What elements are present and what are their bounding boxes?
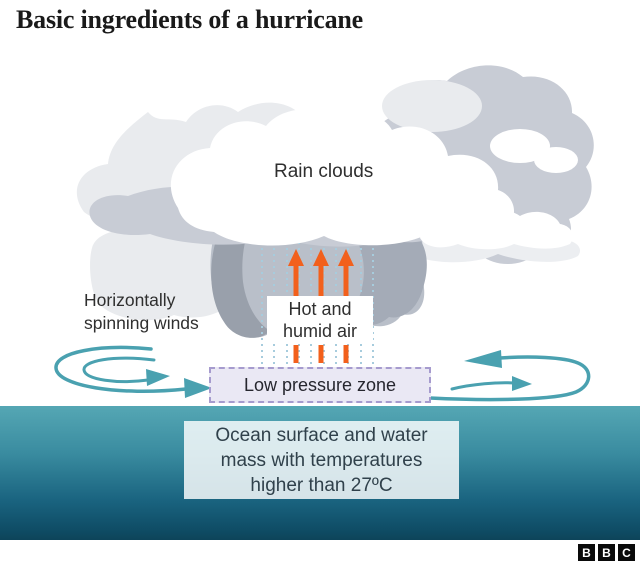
rain-clouds-label: Rain clouds — [274, 161, 374, 182]
low-pressure-zone-box: Low pressure zone — [209, 367, 431, 403]
footer-strip — [0, 540, 640, 570]
bbc-logo-letter: B — [582, 545, 591, 560]
bbc-logo-block-2: B — [598, 544, 615, 561]
swirl-arrow-right-icon — [428, 350, 591, 402]
cloud-shape-bottom-left — [90, 228, 238, 321]
hot-humid-line1: Hot and — [288, 299, 352, 319]
low-pressure-zone-label: Low pressure zone — [243, 374, 397, 395]
bbc-logo-block-3: C — [618, 544, 635, 561]
bbc-logo-letter: B — [602, 545, 611, 560]
spinning-winds-line2: spinning winds — [84, 313, 199, 333]
bbc-logo-letter: C — [622, 545, 631, 560]
hot-air-up-arrows-icon — [288, 249, 354, 363]
cloud-shape-white-puff-a — [490, 129, 550, 163]
spinning-winds-line1: Horizontally — [84, 290, 176, 310]
hot-humid-line2: humid air — [282, 321, 358, 341]
hot-humid-air-label: Hot and humid air — [267, 296, 373, 344]
ocean-label-box: Ocean surface and water mass with temper… — [184, 421, 459, 499]
cloud-shape-white-puff-b — [534, 147, 578, 173]
swirl-arrow-left-icon — [54, 345, 212, 398]
ocean-label-line1: Ocean surface and water — [215, 424, 428, 446]
cloud-shape-white-center — [170, 109, 515, 246]
cloud-foreground — [89, 109, 573, 250]
cloud-shape-white-bumps-right — [420, 209, 573, 250]
bbc-logo-block-1: B — [578, 544, 595, 561]
cloud-shape-interior-light — [382, 80, 482, 132]
page-title: Basic ingredients of a hurricane — [16, 5, 363, 34]
ocean-label-line3: higher than 27ºC — [250, 474, 393, 496]
spinning-winds-label: Horizontally spinning winds — [84, 289, 199, 335]
ocean-label-line2: mass with temperatures — [220, 449, 423, 471]
